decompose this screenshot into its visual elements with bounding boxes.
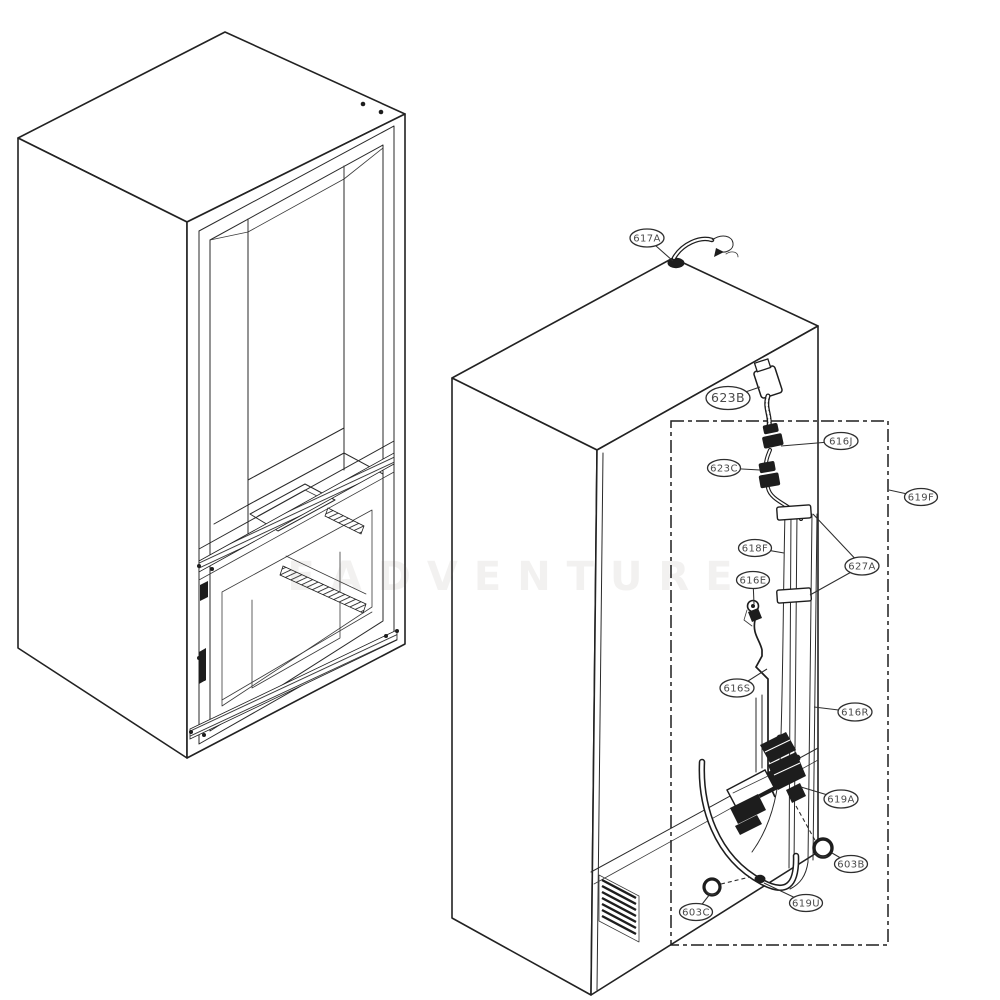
callout-619U: 619U (788, 893, 824, 913)
left-cabinet-drawing (17, 31, 406, 759)
direction-arrow (711, 235, 734, 253)
right-cabinet-drawing (451, 257, 819, 996)
callout-619F: 619F (903, 487, 939, 507)
callout-616R: 616R (837, 702, 873, 722)
screw-dot (360, 101, 366, 107)
water-tube-assembly (667, 235, 834, 897)
screw-dot (378, 109, 384, 115)
callout-603B: 603B (833, 854, 869, 874)
callout-619A: 619A (823, 789, 859, 809)
callout-label: 603B (837, 860, 865, 871)
callout-label: 619U (792, 899, 820, 910)
callouts: 617A 623B 616J 623C 619F 618F 627A 616E (629, 228, 939, 922)
freezer-rail (324, 507, 365, 535)
tube-end-619U (754, 874, 766, 884)
callout-label: 623C (710, 464, 738, 475)
callout-616E: 616E (735, 570, 771, 590)
callout-label: 623B (711, 390, 745, 405)
callout-618F: 618F (737, 538, 773, 558)
callout-603C: 603C (678, 902, 714, 922)
callout-label: 616R (841, 708, 869, 719)
nut-603C (702, 877, 722, 897)
vent-grille (598, 874, 640, 943)
callout-label: 618F (742, 544, 768, 555)
callout-627A: 627A (844, 556, 880, 576)
valve-assembly-619A (726, 732, 806, 835)
callout-label: 616S (723, 684, 750, 695)
callout-label: 617A (633, 234, 661, 245)
callout-label: 619A (827, 795, 855, 806)
watermark-text: EADVENTURE (287, 554, 748, 600)
callout-616S: 616S (719, 678, 755, 698)
callout-label: 603C (682, 908, 710, 919)
callout-623C: 623C (706, 458, 742, 478)
valve-616J (762, 422, 784, 449)
callout-label: 616E (739, 576, 766, 587)
tube-clip (776, 587, 813, 604)
tube-616R (807, 513, 818, 863)
freezer-rail (279, 565, 367, 614)
dashed-boundary (670, 420, 889, 946)
callout-616J: 616J (823, 431, 859, 451)
valve-623C (758, 461, 781, 489)
tube-clip (776, 504, 813, 521)
callout-617A: 617A (629, 228, 665, 248)
tube-connector-623B (753, 358, 783, 399)
callout-label: 619F (908, 493, 934, 504)
valve-616E (743, 599, 762, 627)
callout-label: 616J (829, 437, 853, 448)
callout-label: 627A (848, 562, 876, 573)
top-grommet (667, 257, 685, 269)
callout-623B: 623B (705, 385, 751, 411)
